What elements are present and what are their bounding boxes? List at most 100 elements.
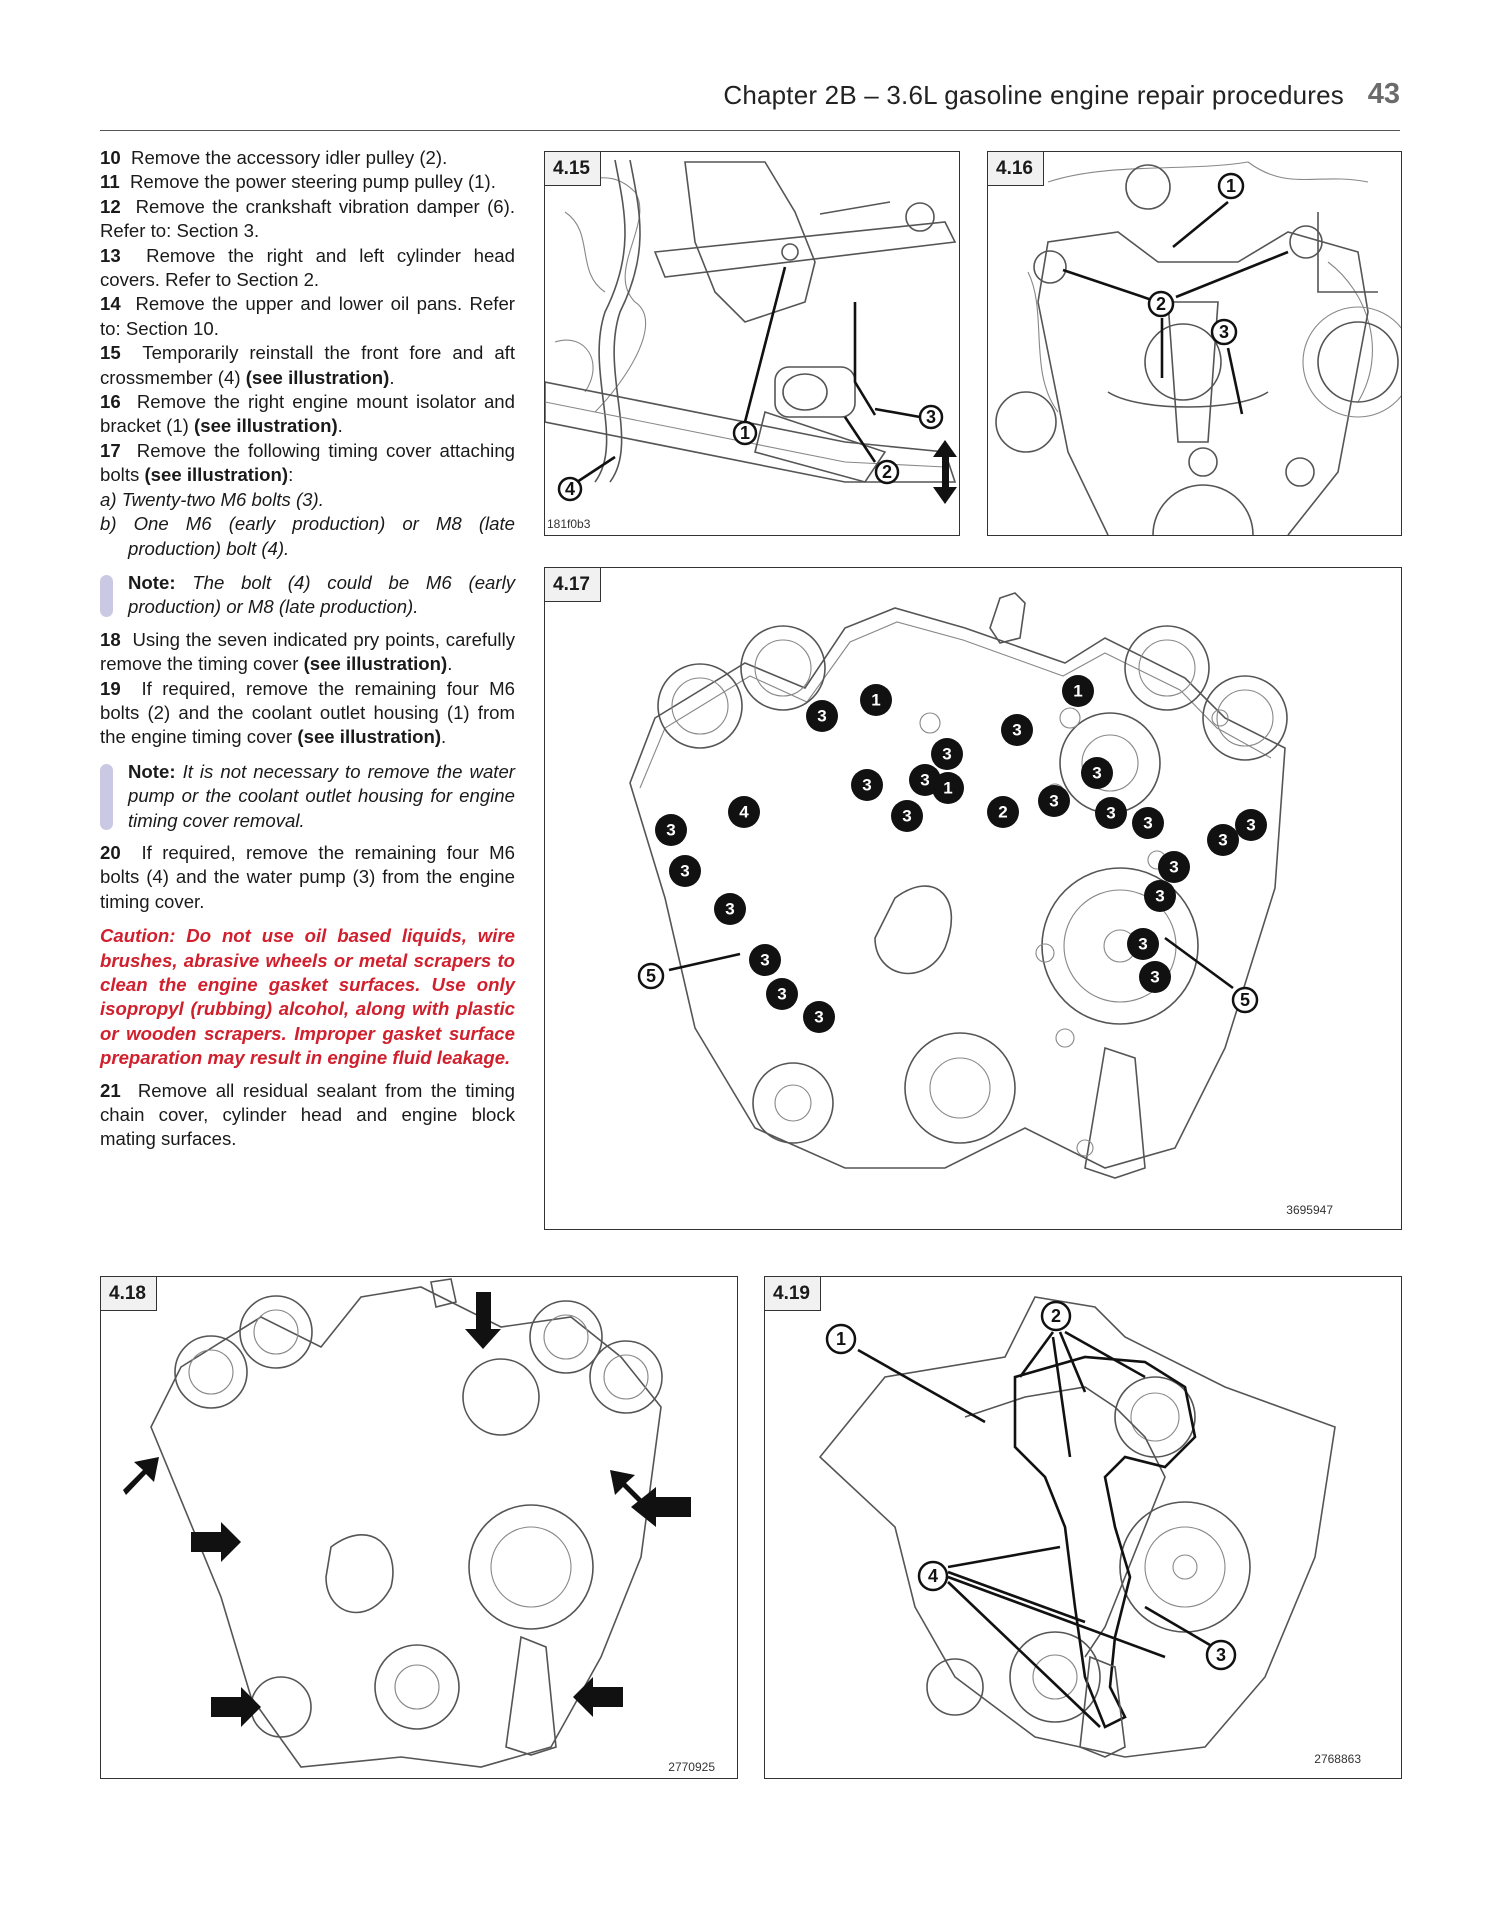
callout-1: 1 <box>1217 172 1245 200</box>
bolt-callout: 3 <box>803 1001 835 1033</box>
step-17: 17 Remove the following timing cover att… <box>100 439 516 486</box>
callout-2: 2 <box>1040 1300 1072 1332</box>
svg-text:1: 1 <box>1226 176 1236 196</box>
figure-tag: 4.19 <box>765 1277 821 1311</box>
svg-text:3: 3 <box>942 745 951 764</box>
svg-text:5: 5 <box>1240 990 1250 1010</box>
svg-text:3: 3 <box>1219 322 1229 342</box>
bolt-callout: 3 <box>1207 824 1239 856</box>
svg-text:3: 3 <box>725 900 734 919</box>
water-pump-illustration: 1 2 3 4 <box>818 1296 1336 1758</box>
figure-code: 2770925 <box>668 1760 715 1774</box>
bolt-callout: 3 <box>766 978 798 1010</box>
svg-text:3: 3 <box>1150 968 1159 987</box>
bolt-callout: 3 <box>1127 928 1159 960</box>
svg-text:3: 3 <box>926 407 936 427</box>
step-13: 13 Remove the right and left cylinder he… <box>100 244 515 291</box>
callout-2: 2 <box>874 459 900 485</box>
note-water-pump: Note: It is not necessary to remove the … <box>100 760 515 833</box>
svg-text:3: 3 <box>1218 831 1227 850</box>
figure-tag: 4.15 <box>545 152 601 186</box>
callout-1: 1 <box>825 1323 857 1355</box>
figure-code: 181f0b3 <box>547 517 591 531</box>
bolt-callout: 3 <box>1144 880 1176 912</box>
step-18: 18 Using the seven indicated pry points,… <box>100 628 515 675</box>
svg-text:1: 1 <box>1073 682 1082 701</box>
callout-1: 1 <box>732 420 758 446</box>
svg-text:3: 3 <box>680 862 689 881</box>
note-marker <box>100 763 113 830</box>
pry-point-arrows <box>123 1292 691 1727</box>
svg-text:1: 1 <box>740 423 750 443</box>
figure-tag: 4.18 <box>101 1277 157 1311</box>
bolt-callout: 3 <box>1139 961 1171 993</box>
note-bolt-size: Note: The bolt (4) could be M6 (early pr… <box>100 571 515 620</box>
figure-tag: 4.17 <box>545 568 601 602</box>
svg-text:3: 3 <box>760 951 769 970</box>
bolt-callout: 3 <box>1158 851 1190 883</box>
step-14: 14 Remove the upper and lower oil pans. … <box>100 293 515 339</box>
chapter-title: Chapter 2B – 3.6L gasoline engine repair… <box>723 80 1344 110</box>
figure-4-19: 4.19 1 2 3 4 2768863 <box>764 1276 1402 1779</box>
svg-text:3: 3 <box>1106 804 1115 823</box>
svg-text:3: 3 <box>902 807 911 826</box>
bolt-callout: 3 <box>1095 797 1127 829</box>
figure-tag: 4.16 <box>988 152 1044 186</box>
step-19: 19 If required, remove the remaining fou… <box>100 677 515 748</box>
svg-text:1: 1 <box>943 779 952 798</box>
callout-5-left: 5 <box>637 962 665 990</box>
step-12: 12 Remove the crankshaft vibration dampe… <box>100 195 515 242</box>
figure-4-16: 4.16 1 2 3 <box>987 151 1402 536</box>
bolt-callout: 1 <box>1062 675 1094 707</box>
bolt-callout: 3 <box>851 769 883 801</box>
bolt-callout: 3 <box>749 944 781 976</box>
svg-text:1: 1 <box>871 691 880 710</box>
svg-text:2: 2 <box>882 462 892 482</box>
engine-mount-illustration: 1 2 3 4 <box>545 159 957 504</box>
callout-5-right: 5 <box>1231 986 1259 1014</box>
step-15: 15 Temporarily reinstall the front fore … <box>100 342 515 388</box>
svg-text:4: 4 <box>739 803 749 822</box>
callout-3: 3 <box>1210 318 1238 346</box>
svg-text:3: 3 <box>1092 764 1101 783</box>
svg-text:2: 2 <box>998 803 1007 822</box>
bolt-callout: 3 <box>1001 714 1033 746</box>
svg-text:3: 3 <box>1143 814 1152 833</box>
svg-text:3: 3 <box>666 821 675 840</box>
bolt-callout: 2 <box>987 796 1019 828</box>
bolt-callout: 3 <box>1081 757 1113 789</box>
callout-3: 3 <box>918 404 944 430</box>
bolt-callout: 3 <box>655 814 687 846</box>
page-number: 43 <box>1367 78 1400 110</box>
svg-text:3: 3 <box>814 1008 823 1027</box>
svg-text:3: 3 <box>1138 935 1147 954</box>
svg-text:2: 2 <box>1156 294 1166 314</box>
bolt-callout: 3 <box>1038 785 1070 817</box>
bolt-callout: 1 <box>860 684 892 716</box>
step-17a: a) Twenty-two M6 bolts (3). <box>100 488 324 510</box>
svg-text:3: 3 <box>817 707 826 726</box>
figure-4-18: 4.18 2770925 <box>100 1276 738 1779</box>
svg-text:5: 5 <box>646 966 656 986</box>
figure-code: 3695947 <box>1286 1203 1333 1217</box>
note-marker <box>100 574 113 617</box>
bolt-callout: 3 <box>714 893 746 925</box>
step-20: 20 If required, remove the remaining fou… <box>100 841 515 912</box>
bolt-callout: 3 <box>1132 807 1164 839</box>
figure-code: 2768863 <box>1314 1752 1361 1766</box>
svg-text:3: 3 <box>777 985 786 1004</box>
pry-points-illustration <box>123 1278 691 1768</box>
bolt-callout: 3 <box>669 855 701 887</box>
bolt-callout: 3 <box>891 800 923 832</box>
step-11: 11 Remove the power steering pump pulley… <box>100 171 496 193</box>
bolt-callout: 3 <box>806 700 838 732</box>
step-17b: b) One M6 (early production) or M8 (late… <box>100 513 515 559</box>
coolant-housing-illustration: 1 2 3 <box>995 161 1401 535</box>
callout-4: 4 <box>557 476 583 502</box>
step-21: 21 Remove all residual sealant from the … <box>100 1079 515 1150</box>
svg-text:3: 3 <box>1246 816 1255 835</box>
svg-text:1: 1 <box>836 1329 846 1349</box>
callout-2: 2 <box>1147 290 1175 318</box>
